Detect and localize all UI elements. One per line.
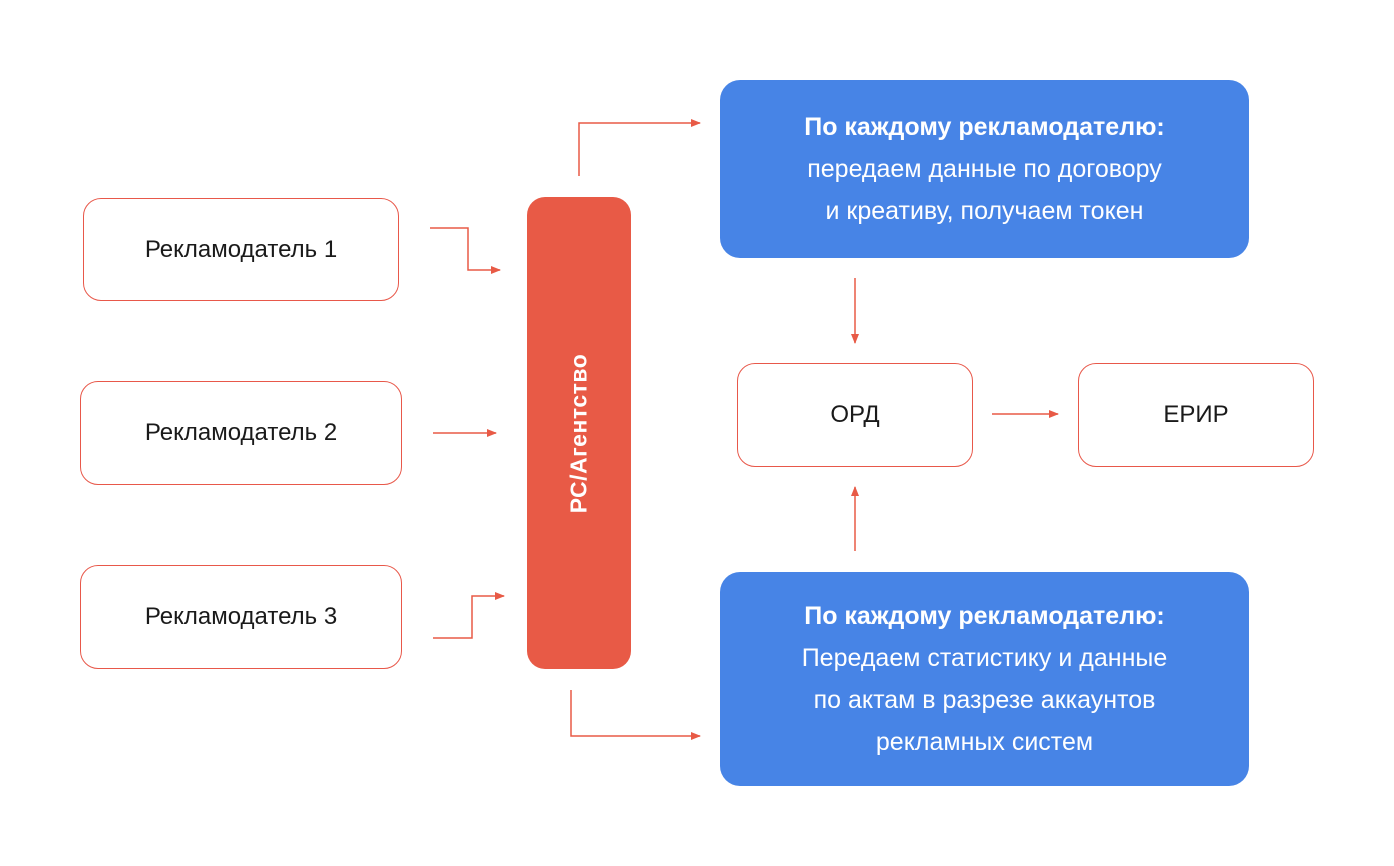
ord-box: ОРД bbox=[737, 363, 973, 467]
top-info-body: передаем данные по договору и креативу, … bbox=[807, 155, 1162, 225]
arrow-advertiser1-to-agency bbox=[430, 227, 501, 274]
arrow-advertiser3-to-agency bbox=[433, 592, 505, 639]
advertiser-3-label: Рекламодатель 3 bbox=[144, 603, 338, 630]
top-info-heading: По каждому рекламодателю: bbox=[804, 113, 1165, 141]
agency-label: РС/Агентство bbox=[565, 353, 592, 513]
advertiser-2-box: Рекламодатель 2 bbox=[80, 381, 402, 485]
agency-box: РС/Агентство bbox=[527, 197, 631, 669]
erir-label: ЕРИР bbox=[1163, 401, 1229, 428]
arrow-agency-to-bottom-info bbox=[570, 690, 701, 740]
bottom-info-heading: По каждому рекламодателю: bbox=[804, 602, 1165, 630]
bottom-info-box: По каждому рекламодателю: Передаем стати… bbox=[720, 572, 1249, 786]
arrow-agency-to-top-info bbox=[578, 119, 701, 176]
erir-box: ЕРИР bbox=[1078, 363, 1314, 467]
top-info-box: По каждому рекламодателю: передаем данны… bbox=[720, 80, 1249, 258]
advertiser-3-box: Рекламодатель 3 bbox=[80, 565, 402, 669]
bottom-info-body: Передаем статистику и данные по актам в … bbox=[801, 644, 1168, 756]
advertiser-2-label: Рекламодатель 2 bbox=[144, 419, 338, 446]
advertiser-1-label: Рекламодатель 1 bbox=[144, 235, 338, 263]
advertiser-1-box: Рекламодатель 1 bbox=[83, 198, 399, 301]
ord-label: ОРД bbox=[830, 401, 880, 428]
